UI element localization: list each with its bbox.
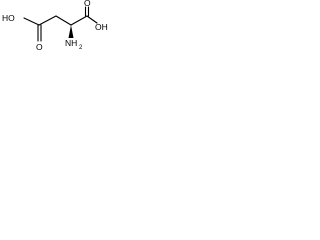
amino-acid-structure-diagram: HO O NH 2 O OH	[2, 0, 108, 52]
bond-carbonyl-to-ch2	[38, 15, 57, 26]
carbonyl-oxygen-left-label: O	[36, 42, 43, 52]
bond-hydroxyl-left	[23, 17, 40, 26]
bond-hydroxyl-right	[86, 15, 98, 24]
amine-subscript-label: 2	[79, 45, 83, 51]
bond-ch2-to-alpha	[55, 15, 72, 26]
carbonyl-oxygen-right-label: O	[84, 0, 91, 8]
amine-label: NH	[65, 38, 77, 48]
hydroxyl-right-label: OH	[95, 22, 108, 32]
stereo-wedge-bond	[68, 25, 74, 38]
bond-alpha-to-carboxyl	[70, 15, 88, 26]
chemical-structure-canvas: HO O NH 2 O OH	[0, 0, 111, 61]
hydroxyl-left-label: HO	[2, 13, 15, 23]
